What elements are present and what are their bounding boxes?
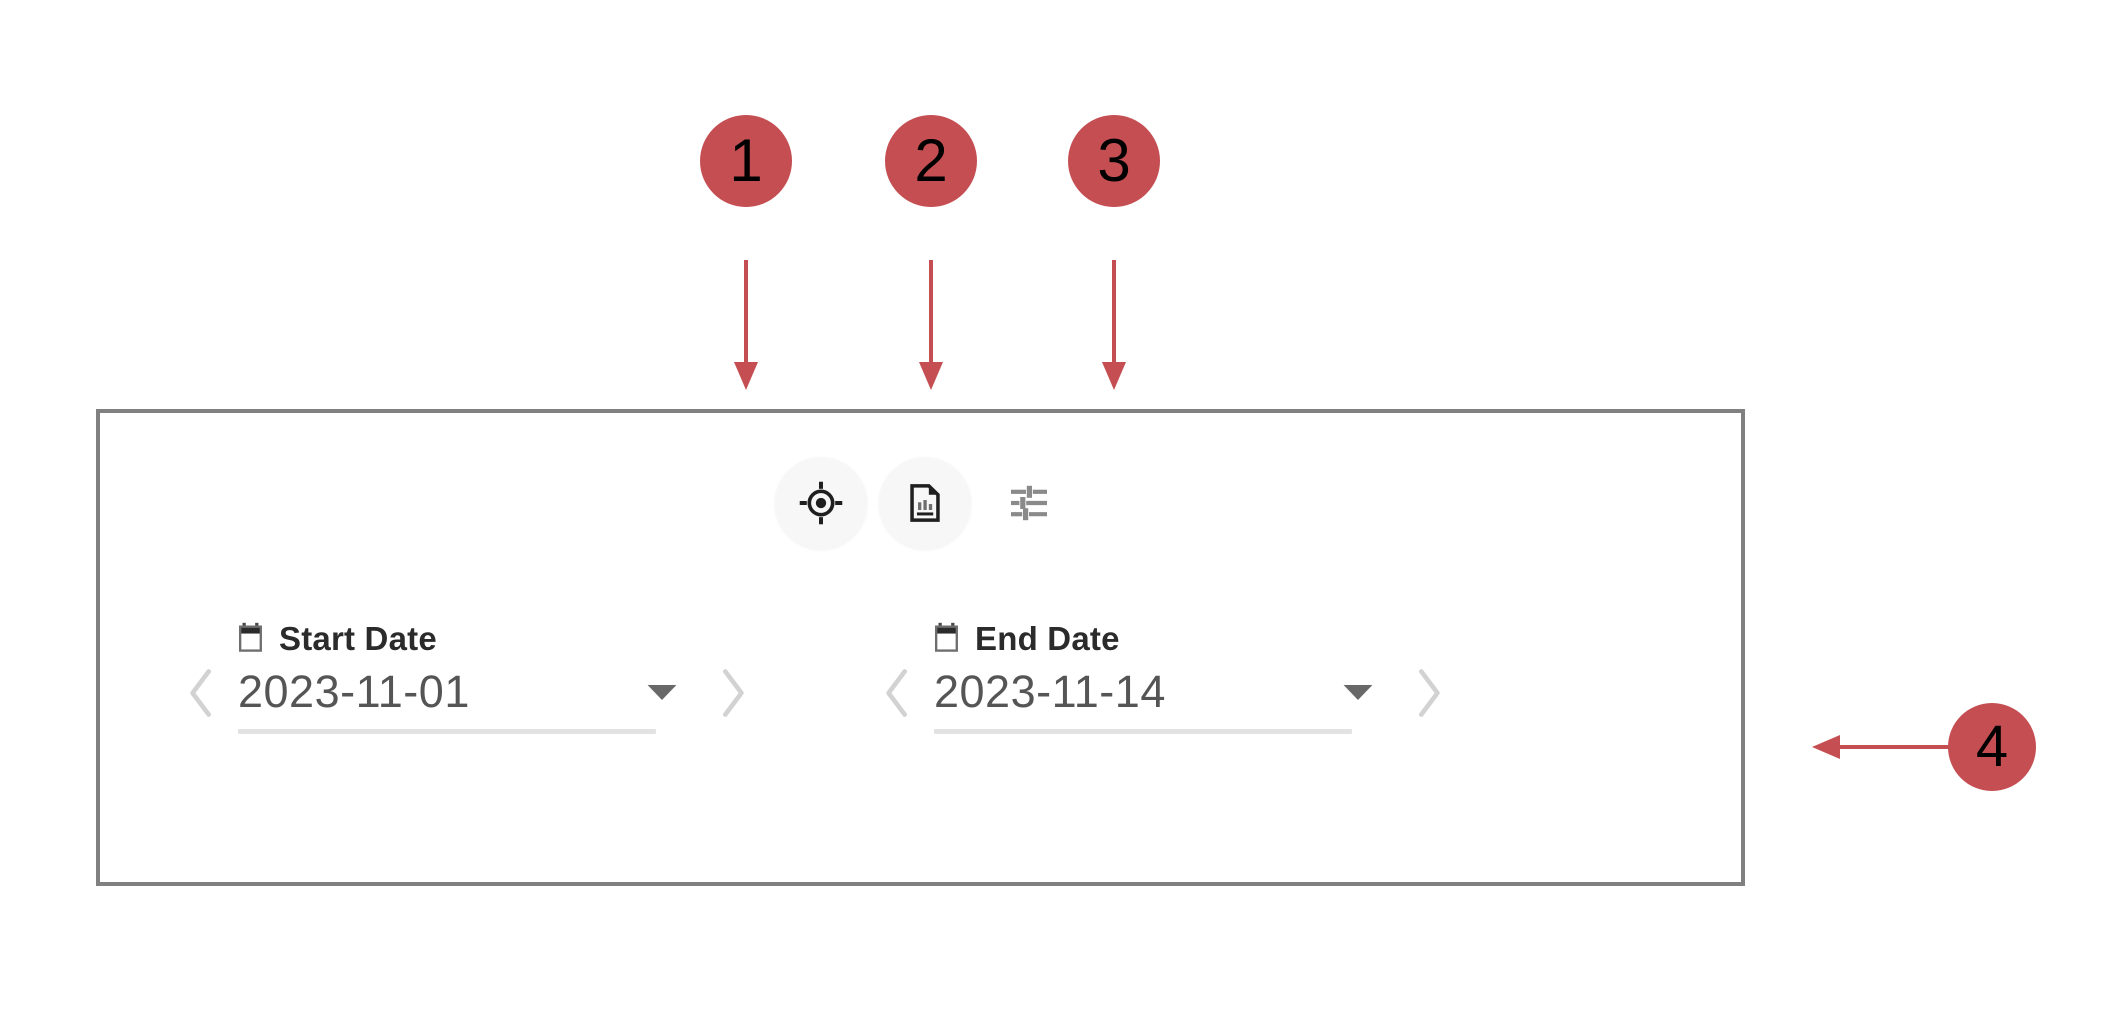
chevron-right-icon bbox=[722, 669, 744, 717]
chevron-right-icon bbox=[1418, 669, 1440, 717]
annotation-arrow-4-icon bbox=[1812, 735, 1952, 759]
start-date-value-row: 2023-11-01 bbox=[234, 661, 700, 723]
annotation-marker-2: 2 bbox=[885, 115, 977, 207]
gps-target-icon bbox=[799, 481, 842, 525]
date-pickers-row: Start Date 2023-11-01 bbox=[100, 609, 1741, 741]
start-date-prev-button[interactable] bbox=[176, 645, 228, 741]
annotation-marker-1-label: 1 bbox=[729, 127, 763, 194]
start-date-underline bbox=[238, 728, 656, 734]
date-range-panel: Start Date 2023-11-01 bbox=[96, 409, 1745, 886]
end-date-value: 2023-11-14 bbox=[934, 665, 1166, 717]
chevron-left-icon bbox=[190, 669, 212, 717]
document-chart-icon bbox=[909, 484, 940, 522]
calendar-icon bbox=[238, 622, 262, 652]
annotation-arrow-3-icon bbox=[1102, 260, 1126, 390]
end-date-underline bbox=[934, 728, 1352, 734]
end-date-value-row: 2023-11-14 bbox=[930, 661, 1396, 723]
calendar-icon bbox=[934, 622, 958, 652]
report-document-button[interactable] bbox=[878, 457, 971, 549]
tune-sliders-icon bbox=[1010, 485, 1047, 521]
filter-tune-button[interactable] bbox=[983, 457, 1075, 549]
annotation-marker-2-label: 2 bbox=[914, 127, 948, 194]
location-target-button[interactable] bbox=[774, 457, 867, 549]
start-date-value: 2023-11-01 bbox=[238, 665, 470, 717]
annotation-marker-4: 4 bbox=[1948, 703, 2036, 791]
start-date-field[interactable]: Start Date 2023-11-01 bbox=[234, 617, 700, 734]
start-date-label-row: Start Date bbox=[234, 617, 700, 661]
chevron-left-icon bbox=[886, 669, 908, 717]
end-date-label-row: End Date bbox=[930, 617, 1396, 661]
start-date-next-button[interactable] bbox=[706, 645, 758, 741]
annotation-marker-3-label: 3 bbox=[1097, 127, 1131, 194]
end-date-field[interactable]: End Date 2023-11-14 bbox=[930, 617, 1396, 734]
annotation-arrow-2-icon bbox=[919, 260, 943, 390]
annotation-marker-4-label: 4 bbox=[1975, 714, 2009, 779]
start-date-picker: Start Date 2023-11-01 bbox=[176, 609, 758, 741]
end-date-next-button[interactable] bbox=[1402, 645, 1454, 741]
annotation-marker-3: 3 bbox=[1068, 115, 1160, 207]
annotation-arrow-1-icon bbox=[734, 260, 758, 390]
panel-toolbar bbox=[100, 457, 1741, 549]
start-date-label: Start Date bbox=[279, 619, 437, 657]
end-date-picker: End Date 2023-11-14 bbox=[872, 609, 1454, 741]
end-date-prev-button[interactable] bbox=[872, 645, 924, 741]
caret-down-icon[interactable] bbox=[1342, 682, 1374, 702]
end-date-label: End Date bbox=[975, 619, 1120, 657]
annotation-marker-1: 1 bbox=[700, 115, 792, 207]
caret-down-icon[interactable] bbox=[646, 682, 678, 702]
